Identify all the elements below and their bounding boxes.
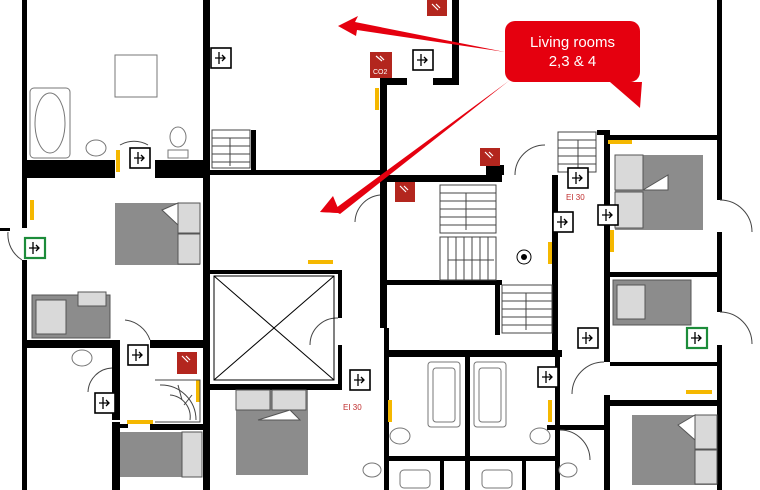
bathtub-icon — [29, 87, 71, 159]
callout-line-1: Living rooms — [529, 33, 616, 51]
door-swings — [7, 140, 753, 461]
co2-label: CO2 — [373, 69, 388, 76]
closet — [114, 54, 158, 98]
bed-icon — [115, 202, 201, 265]
sink-icon — [71, 139, 578, 478]
fire-rating-label-ei30: EI 30 — [566, 193, 585, 202]
callout-arrows — [320, 16, 642, 214]
bed-icon — [235, 389, 308, 475]
door-markers — [30, 88, 712, 424]
exit-door-sign-icon — [94, 47, 619, 414]
toilet-icon — [167, 126, 513, 489]
fire-rating-label-ei30: EI 30 — [343, 403, 362, 412]
bathtub-icon — [427, 361, 507, 428]
walls — [0, 0, 722, 490]
bathtub-icon — [31, 291, 111, 339]
bed-icon — [632, 414, 718, 485]
bed-icon — [120, 431, 203, 478]
staircase-icon — [155, 129, 597, 423]
callout-line-2: 2,3 & 4 — [548, 52, 597, 70]
exit-arrow-glyphs — [29, 242, 702, 344]
exit-arrow-glyphs — [99, 52, 613, 409]
fire-extinguisher-icon — [177, 0, 500, 374]
elevator-shaft-icon — [213, 275, 335, 381]
bed-icon — [614, 154, 703, 230]
living-rooms-callout: Living rooms 2,3 & 4 — [505, 21, 640, 82]
co2-extinguisher-icon: CO2 — [370, 52, 392, 78]
bathtub-icon — [612, 279, 692, 326]
